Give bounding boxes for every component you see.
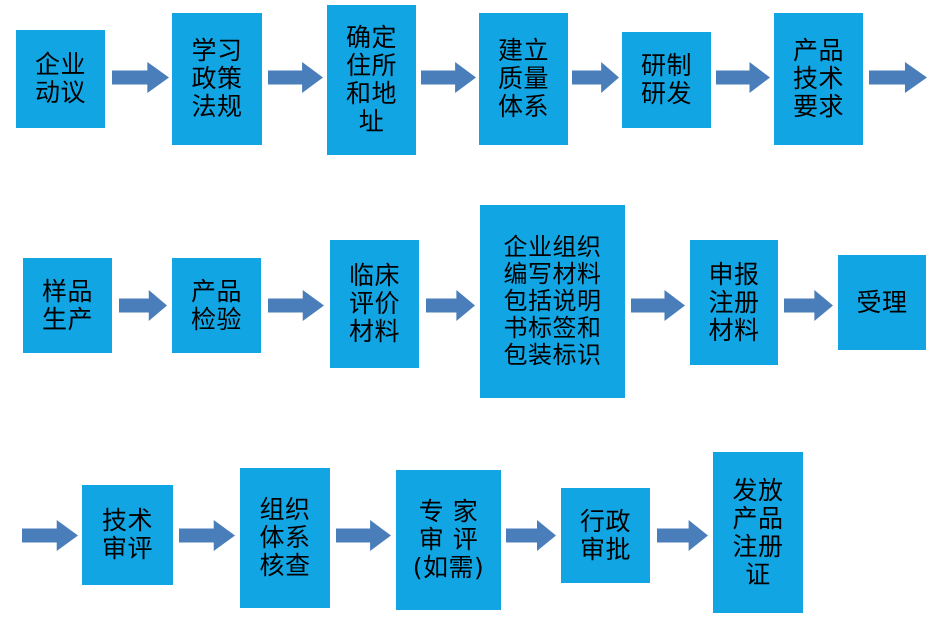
flow-node-label: 企业组织 编写材料 包括说明 书标签和 包装标识 xyxy=(503,233,602,369)
flow-node[interactable]: 样品 生产 xyxy=(23,258,112,353)
flow-node-label: 样品 生产 xyxy=(41,276,93,334)
flow-node[interactable]: 企业组织 编写材料 包括说明 书标签和 包装标识 xyxy=(480,205,625,398)
flow-node-label: 企业 动议 xyxy=(34,50,86,107)
flow-node[interactable]: 学习 政策 法规 xyxy=(172,13,262,145)
flow-node[interactable]: 受理 xyxy=(838,255,926,350)
flow-arrow-icon xyxy=(869,62,927,93)
flow-node-label: 技术 审评 xyxy=(101,506,153,563)
flow-arrow-icon xyxy=(119,290,167,321)
flow-node[interactable]: 技术 审评 xyxy=(82,485,173,585)
flow-node-label: 行政 审批 xyxy=(579,506,631,564)
flow-node[interactable]: 发放 产品 注册 证 xyxy=(713,452,803,613)
flow-arrow-icon xyxy=(657,520,708,551)
flow-node-label: 学习 政策 法规 xyxy=(191,36,243,121)
flow-arrow-icon xyxy=(506,520,556,551)
flow-node[interactable]: 产品 技术 要求 xyxy=(774,13,863,145)
flow-node[interactable]: 申报 注册 材料 xyxy=(690,240,778,365)
flow-node[interactable]: 确定 住所 和地 址 xyxy=(327,5,416,155)
flow-node-label: 产品 检验 xyxy=(190,276,242,334)
flow-node-label: 确定 住所 和地 址 xyxy=(345,23,397,136)
flow-arrow-icon xyxy=(421,62,476,93)
flow-node[interactable]: 组织 体系 核查 xyxy=(240,468,330,608)
flow-node-label: 发放 产品 注册 证 xyxy=(732,475,784,589)
flow-node[interactable]: 行政 审批 xyxy=(561,488,650,583)
flow-node-label: 建立 质量 体系 xyxy=(497,36,549,121)
flow-arrow-icon xyxy=(336,520,391,551)
flow-node[interactable]: 企业 动议 xyxy=(16,30,105,128)
flow-arrow-icon xyxy=(631,290,685,321)
flow-arrow-icon xyxy=(784,290,833,321)
flow-arrow-icon xyxy=(572,62,619,93)
flow-arrow-icon xyxy=(716,62,770,93)
flow-node[interactable]: 临床 评价 材料 xyxy=(330,240,419,368)
flow-arrow-icon xyxy=(179,520,235,551)
flow-arrow-icon xyxy=(426,290,475,321)
flow-node-label: 研制 研发 xyxy=(640,51,692,108)
flow-node-label: 产品 技术 要求 xyxy=(792,36,844,121)
flow-node-label: 专 家 审 评 (如需) xyxy=(412,497,485,582)
flow-arrow-icon xyxy=(268,290,324,321)
flow-arrow-icon xyxy=(22,520,78,551)
flow-node[interactable]: 建立 质量 体系 xyxy=(479,13,568,145)
flow-node[interactable]: 研制 研发 xyxy=(622,32,711,128)
flow-arrow-icon xyxy=(268,62,323,93)
flow-node[interactable]: 产品 检验 xyxy=(172,258,261,353)
flow-node-label: 组织 体系 核查 xyxy=(259,495,311,580)
flow-arrow-icon xyxy=(112,62,169,93)
flow-node[interactable]: 专 家 审 评 (如需) xyxy=(396,470,501,610)
flow-node-label: 受理 xyxy=(856,287,908,317)
flow-node-label: 申报 注册 材料 xyxy=(708,259,760,345)
flow-node-label: 临床 评价 材料 xyxy=(348,261,400,346)
